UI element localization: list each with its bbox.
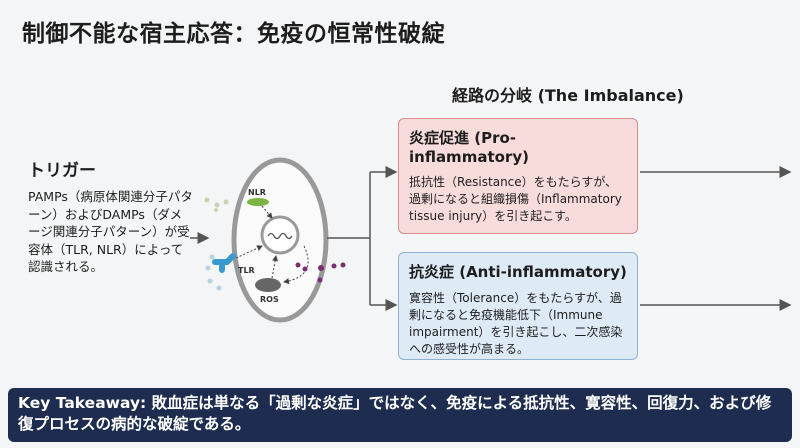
key-takeaway: Key Takeaway: 敗血症は単なる「過剰な炎症」ではなく、免疫による抵抗…	[8, 388, 792, 442]
damp-dots	[295, 262, 346, 283]
trigger-heading: トリガー	[28, 161, 96, 181]
anti-text: 寛容性（Tolerance）をもたらすが、過剰になると免疫機能低下（Immune…	[409, 291, 623, 356]
pamp-dots	[204, 197, 229, 212]
pathway-heading: 経路の分岐 (The Imbalance)	[452, 86, 684, 105]
dna-icon	[267, 232, 293, 240]
pro-text: 抵抗性（Resistance）をもたらすが、過剰になると組織損傷（Inflamm…	[409, 175, 622, 223]
tlr-receptor	[212, 253, 236, 273]
page-title: 制御不能な宿主応答：免疫の恒常性破綻	[22, 21, 445, 47]
nlr-receptor	[247, 198, 269, 206]
pro-title: 炎症促進 (Pro-inflammatory)	[409, 129, 529, 166]
anti-inflammatory-box: 抗炎症 (Anti-inflammatory) 寛容性（Tolerance）をも…	[398, 252, 638, 360]
anti-title: 抗炎症 (Anti-inflammatory)	[409, 263, 627, 281]
nlr-label: NLR	[248, 188, 266, 197]
ros-label: ROS	[260, 295, 279, 304]
pro-inflammatory-box: 炎症促進 (Pro-inflammatory) 抵抗性（Resistance）を…	[398, 118, 638, 234]
mitochondria-icon	[255, 278, 281, 292]
tlr-label: TLR	[238, 266, 255, 275]
trigger-text: PAMPs（病原体関連分子パターン）およびDAMPs（ダメージ関連分子パターン）…	[28, 189, 193, 274]
